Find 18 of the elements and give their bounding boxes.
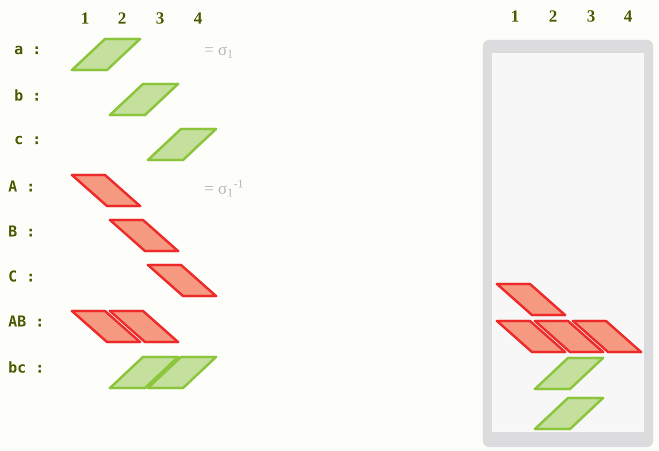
row-label: AB : bbox=[8, 316, 41, 326]
strand-number: 3 bbox=[587, 10, 595, 22]
row-label: B : bbox=[9, 226, 32, 236]
generator-label: = σ$_{1}$ bbox=[205, 46, 232, 58]
strand-number: 1 bbox=[512, 10, 518, 22]
row-label: a : bbox=[14, 46, 38, 54]
strand-number: 4 bbox=[194, 12, 202, 24]
strand-number: 2 bbox=[550, 10, 556, 22]
row-label: A : bbox=[8, 180, 32, 192]
strand-number: 3 bbox=[156, 12, 164, 24]
strand-number: 2 bbox=[118, 12, 126, 24]
generator-label: = σ$_{1}$-1 bbox=[205, 180, 243, 196]
row-label: C : bbox=[9, 270, 32, 282]
strand-number: 1 bbox=[82, 12, 88, 24]
row-label: b : bbox=[15, 89, 38, 101]
row-label: c : bbox=[15, 136, 38, 144]
strand-number: 4 bbox=[624, 10, 632, 22]
row-label: bc : bbox=[9, 361, 41, 373]
